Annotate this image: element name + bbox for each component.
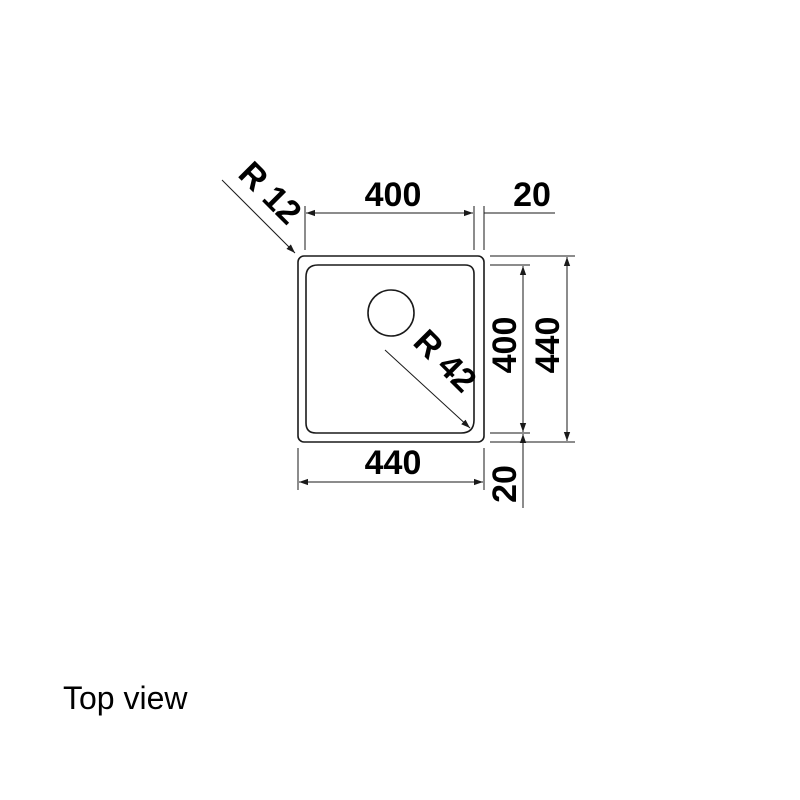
dimension-inner-width: 400 bbox=[365, 176, 422, 214]
sink-inner-bowl-outline bbox=[305, 264, 475, 434]
dimension-inner-height: 400 bbox=[486, 317, 524, 374]
leader-line-r12 bbox=[221, 179, 296, 254]
sink-outer-outline bbox=[297, 255, 485, 443]
dimension-outer-width: 440 bbox=[365, 444, 422, 482]
view-caption: Top view bbox=[63, 680, 188, 716]
radius-label-inner: R 42 bbox=[406, 322, 484, 400]
leader-line-r42 bbox=[384, 349, 471, 429]
drain-hole bbox=[367, 289, 415, 337]
dimension-rim-top: 20 bbox=[513, 176, 551, 214]
dimension-rim-bottom: 20 bbox=[486, 465, 524, 503]
dimension-outer-height: 440 bbox=[529, 317, 567, 374]
radius-label-outer: R 12 bbox=[231, 154, 309, 232]
